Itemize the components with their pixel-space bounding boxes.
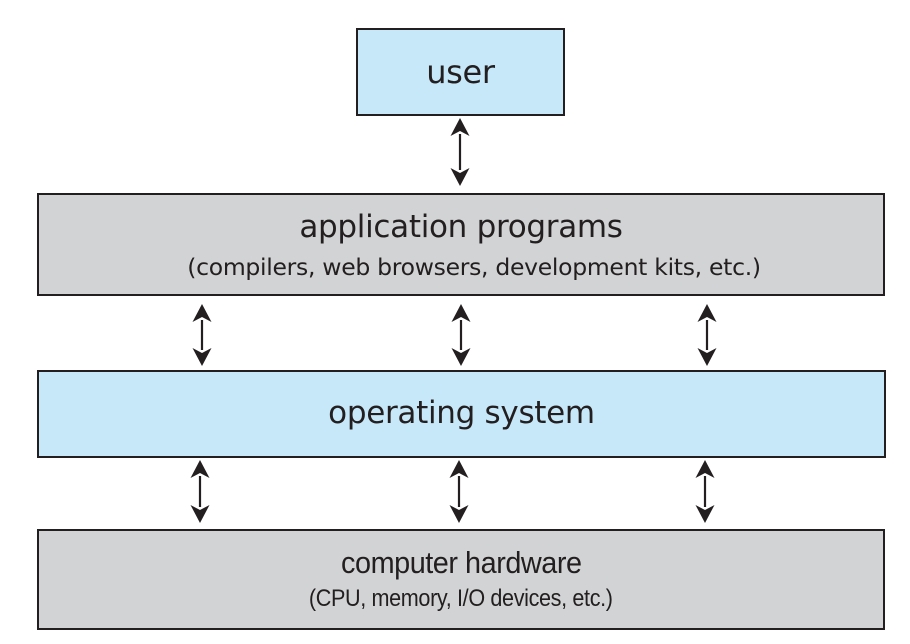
bidirectional-arrow-applications-to-os-3 — [697, 304, 717, 366]
computer-hardware-layer-box: computer hardware (CPU, memory, I/O devi… — [37, 529, 885, 630]
user-layer-box: user — [356, 28, 565, 116]
arrowhead-down-icon — [451, 348, 471, 366]
operating-system-title: operating system — [328, 395, 595, 432]
arrowhead-down-icon — [192, 348, 212, 366]
arrowhead-down-icon — [697, 348, 717, 366]
arrowhead-up-icon — [697, 304, 717, 322]
computer-hardware-subtitle: (CPU, memory, I/O devices, etc.) — [309, 584, 613, 612]
arrowhead-up-icon — [695, 460, 715, 478]
application-programs-subtitle: (compilers, web browsers, development ki… — [187, 253, 761, 282]
operating-system-layer-box: operating system — [37, 370, 886, 458]
computer-hardware-title: computer hardware — [340, 545, 582, 581]
arrowhead-down-icon — [449, 505, 469, 523]
user-layer-title: user — [426, 52, 495, 91]
arrowhead-up-icon — [451, 304, 471, 322]
bidirectional-arrow-user-to-applications-1 — [450, 118, 470, 186]
arrowhead-down-icon — [450, 168, 470, 186]
bidirectional-arrow-os-to-hardware-1 — [190, 460, 210, 523]
application-programs-title: application programs — [299, 208, 623, 245]
bidirectional-arrow-applications-to-os-1 — [192, 304, 212, 366]
arrowhead-down-icon — [190, 505, 210, 523]
bidirectional-arrow-os-to-hardware-2 — [449, 460, 469, 523]
application-programs-layer-box: application programs (compilers, web bro… — [37, 193, 885, 296]
arrowhead-down-icon — [695, 505, 715, 523]
bidirectional-arrow-applications-to-os-2 — [451, 304, 471, 366]
arrowhead-up-icon — [449, 460, 469, 478]
arrowhead-up-icon — [190, 460, 210, 478]
bidirectional-arrow-os-to-hardware-3 — [695, 460, 715, 523]
arrowhead-up-icon — [450, 118, 470, 136]
arrowhead-up-icon — [192, 304, 212, 322]
